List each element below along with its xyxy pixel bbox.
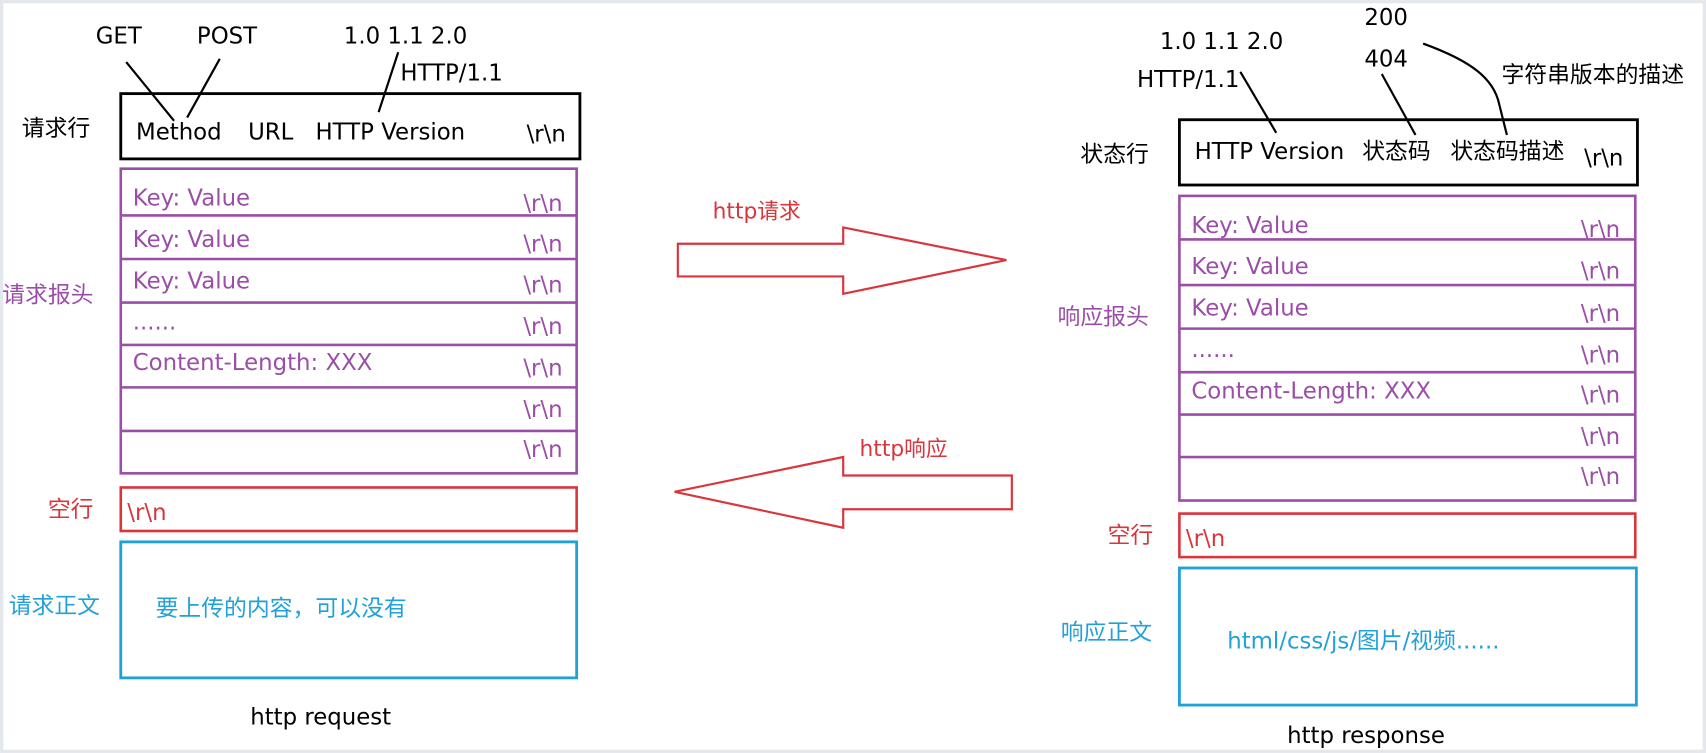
- response-version-options: 1.0 1.1 2.0: [1160, 29, 1283, 55]
- response-caption: http response: [1287, 723, 1445, 749]
- response-body-box: [1177, 566, 1638, 707]
- request-headers-border: [119, 167, 578, 475]
- request-headers-box: Key: Value \r\n Key: Value \r\n Key: Val…: [119, 167, 578, 475]
- response-blank-line-label: 空行: [1108, 523, 1154, 549]
- status-line-version: HTTP Version: [1195, 139, 1345, 165]
- request-header-row-text: Key: Value: [133, 227, 250, 253]
- request-body-box: [119, 540, 579, 680]
- response-header-row-text: Key: Value: [1191, 213, 1308, 239]
- status-text-pointer-curve: [1422, 42, 1508, 136]
- get-pointer-line: [125, 61, 175, 122]
- response-arrow-label: http响应: [860, 437, 948, 462]
- response-header-row-crlf: \r\n: [1581, 424, 1620, 450]
- request-caption: http request: [250, 705, 391, 731]
- request-line-method: Method: [136, 119, 222, 145]
- status-line-label: 状态行: [1080, 142, 1148, 168]
- request-blank-line-label: 空行: [48, 497, 94, 523]
- response-header-row-crlf: \r\n: [1581, 464, 1620, 490]
- left-arrow-icon: [674, 455, 1013, 530]
- request-version-pointer-line: [377, 51, 400, 113]
- request-header-row-text: Content-Length: XXX: [133, 350, 373, 376]
- request-headers-label: 请求报头: [2, 283, 93, 309]
- request-header-row-crlf: \r\n: [523, 437, 562, 463]
- response-header-row-text: Key: Value: [1191, 254, 1308, 280]
- response-body-label: 响应正文: [1061, 620, 1152, 646]
- status-line-crlf: \r\n: [1584, 145, 1623, 171]
- request-header-row-crlf: \r\n: [523, 314, 562, 340]
- status-line-text: 状态码描述: [1450, 139, 1564, 165]
- status-text-note: 字符串版本的描述: [1501, 63, 1684, 89]
- request-header-row-crlf: \r\n: [523, 231, 562, 257]
- request-header-row-text: Key: Value: [133, 186, 250, 212]
- response-header-row-crlf: \r\n: [1581, 217, 1620, 243]
- response-header-row-crlf: \r\n: [1581, 259, 1620, 285]
- status-code-option-200: 200: [1364, 5, 1408, 31]
- response-header-row-text: Content-Length: XXX: [1191, 378, 1431, 404]
- status-code-option-404: 404: [1364, 46, 1408, 72]
- request-header-row-crlf: \r\n: [523, 273, 562, 299]
- request-version-default: HTTP/1.1: [400, 61, 502, 87]
- request-version-options: 1.0 1.1 2.0: [344, 24, 467, 50]
- request-line-url: URL: [248, 119, 294, 145]
- status-line-code: 状态码: [1362, 139, 1430, 165]
- status-line-box: [1177, 118, 1639, 187]
- method-option-post: POST: [197, 24, 258, 50]
- request-line-label: 请求行: [22, 116, 90, 142]
- request-body-label: 请求正文: [9, 594, 100, 620]
- request-line-version: HTTP Version: [316, 119, 466, 145]
- request-body-text: 要上传的内容，可以没有: [156, 596, 407, 622]
- response-panel: 200 404 1.0 1.1 2.0 HTTP/1.1 字符串版本的描述 状态…: [1058, 5, 1685, 749]
- response-body-text: html/css/js/图片/视频......: [1227, 629, 1499, 655]
- response-header-row-text: Key: Value: [1191, 296, 1308, 322]
- request-line-box: [119, 92, 582, 161]
- request-header-row-crlf: \r\n: [523, 355, 562, 381]
- request-line-crlf: \r\n: [527, 121, 566, 147]
- request-header-row-crlf: \r\n: [523, 397, 562, 423]
- response-header-row-crlf: \r\n: [1581, 342, 1620, 368]
- request-blank-line-crlf: \r\n: [127, 500, 166, 526]
- response-blank-line-box: [1178, 512, 1637, 559]
- response-header-row-crlf: \r\n: [1581, 301, 1620, 327]
- status-code-pointer-line: [1380, 73, 1417, 136]
- response-headers-label: 响应报头: [1058, 304, 1149, 330]
- request-header-row-text: ......: [133, 310, 177, 336]
- response-headers-box: Key: Value \r\n Key: Value \r\n Key: Val…: [1178, 194, 1637, 502]
- post-pointer-line: [186, 58, 221, 119]
- response-header-row-crlf: \r\n: [1581, 383, 1620, 409]
- request-panel: GET POST 1.0 1.1 2.0 HTTP/1.1 请求行 Method…: [2, 24, 582, 731]
- response-headers-border: [1178, 194, 1637, 502]
- request-blank-line-box: [119, 486, 578, 533]
- response-version-pointer-line: [1239, 71, 1278, 134]
- method-option-get: GET: [96, 24, 143, 50]
- response-version-default: HTTP/1.1: [1137, 67, 1239, 93]
- right-arrow-icon: [676, 226, 1007, 296]
- response-header-row-text: ......: [1191, 337, 1235, 363]
- request-header-row-crlf: \r\n: [523, 191, 562, 217]
- request-header-row-text: Key: Value: [133, 268, 250, 294]
- transfer-arrows: http请求 http响应: [674, 200, 1013, 530]
- request-arrow-label: http请求: [713, 200, 801, 225]
- response-blank-line-crlf: \r\n: [1186, 526, 1225, 552]
